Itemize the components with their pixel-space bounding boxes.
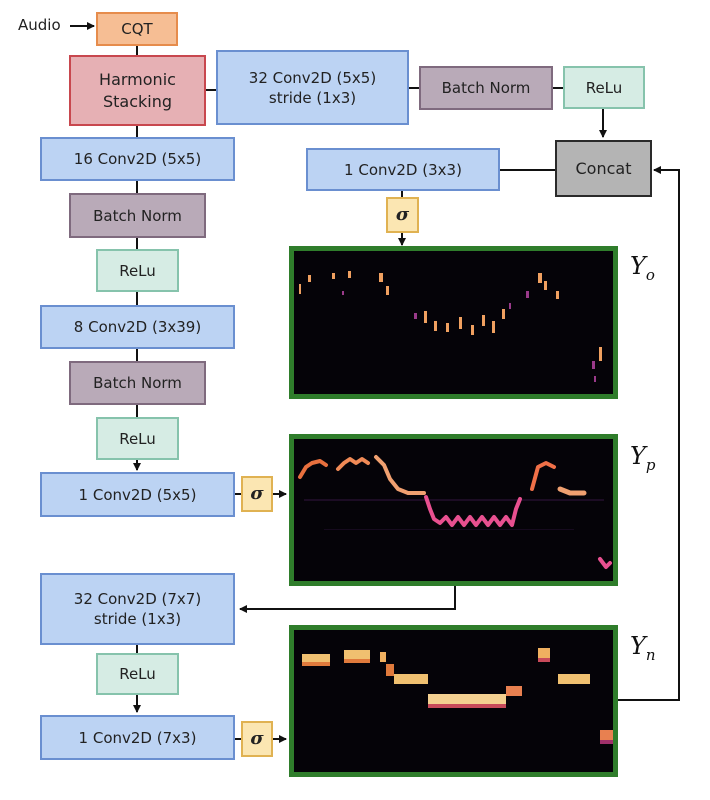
onset-heatmap: [299, 271, 602, 382]
onset-output-panel: [289, 246, 618, 399]
conv16-block: 16 Conv2D (5x5): [40, 137, 235, 181]
pitch-to-conv32-arrow: [239, 585, 456, 613]
harmonic-stacking-block: Harmonic Stacking: [69, 55, 206, 126]
pitch-output-label: Yp: [630, 442, 656, 474]
concat-block: Concat: [555, 140, 652, 197]
top-relu-block: ReLu: [563, 66, 645, 109]
note-conv-block: 1 Conv2D (7x3): [40, 715, 235, 760]
conv32-block: 32 Conv2D (7x7) stride (1x3): [40, 573, 235, 645]
relu1-block: ReLu: [96, 249, 179, 292]
pitch-heatmap: [294, 439, 613, 581]
cqt-block: CQT: [96, 12, 178, 46]
batchnorm1-block: Batch Norm: [69, 193, 206, 238]
note-heatmap: [302, 648, 613, 744]
onset-sigmoid-block: σ: [386, 197, 419, 233]
top-conv-block: 32 Conv2D (5x5) stride (1x3): [216, 50, 409, 125]
note-sigmoid-block: σ: [241, 721, 273, 757]
pitch-sigmoid-block: σ: [241, 476, 273, 512]
conv8-block: 8 Conv2D (3x39): [40, 305, 235, 349]
note-to-concat-arrow: [618, 166, 680, 701]
pitch-output-panel: [289, 434, 618, 586]
batchnorm2-block: Batch Norm: [69, 361, 206, 405]
relu3-block: ReLu: [96, 653, 179, 695]
audio-input-label: Audio: [18, 16, 61, 34]
pitch-conv-block: 1 Conv2D (5x5): [40, 472, 235, 517]
relu2-block: ReLu: [96, 417, 179, 460]
note-output-panel: [289, 625, 618, 777]
onset-conv-block: 1 Conv2D (3x3): [306, 148, 500, 191]
note-output-label: Yn: [630, 632, 656, 664]
top-batchnorm-block: Batch Norm: [419, 66, 553, 110]
onset-output-label: Yo: [630, 252, 655, 284]
